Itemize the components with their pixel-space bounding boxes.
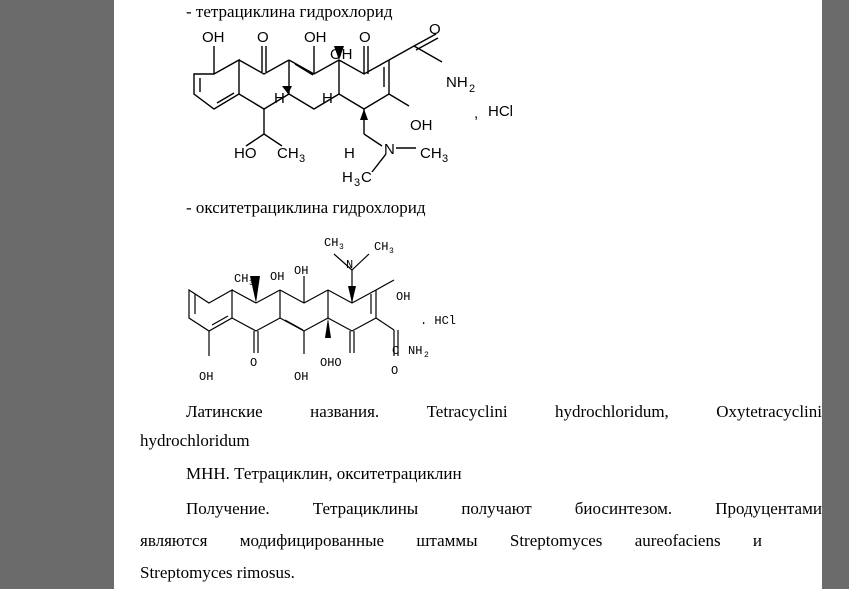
text-word: получают	[461, 499, 532, 518]
latin-names-line2: hydrochloridum	[140, 431, 250, 450]
latin-names-line1: Латинские названия. Tetracyclini hydroch…	[186, 402, 822, 422]
label-oh: OH	[270, 270, 284, 284]
right-margin	[822, 0, 849, 589]
text-word: hydrochloridum,	[555, 402, 669, 421]
text-word: aureofaciens	[634, 531, 721, 550]
document-page: - тетрациклина гидрохлорид	[114, 0, 822, 589]
text-word: названия.	[310, 402, 380, 421]
label-ch: CH	[420, 145, 442, 162]
text-word: являются	[140, 531, 208, 550]
label-h: H	[322, 90, 333, 107]
label-oh: OH	[202, 29, 225, 46]
label-o: O	[391, 364, 398, 378]
text-word: биосинтезом.	[574, 499, 673, 518]
text-word: Тетрациклины	[312, 499, 419, 518]
production-line3: Streptomyces rimosus.	[140, 563, 295, 582]
label-oho: OHO	[320, 356, 342, 370]
text-word: и	[752, 531, 762, 550]
label-subscript: 3	[339, 243, 344, 252]
label-subscript: 2	[469, 83, 475, 95]
text-word: штаммы	[416, 531, 478, 550]
label-oh: OH	[199, 370, 213, 384]
label-h: H	[274, 90, 285, 107]
tetracycline-structure: OH O OH OH O O NH 2 H H OH HO CH 3 H N C…	[193, 24, 513, 189]
label-subscript: 3	[442, 153, 448, 165]
left-margin	[0, 0, 114, 589]
oxytetracycline-structure: CH 3 CH 3 CH 3 OH OH N OH . HCl C NH 2 O…	[188, 236, 456, 384]
heading-oxytetracycline: - окситетрациклина гидрохлорид	[186, 198, 426, 217]
label-c: C	[392, 344, 399, 358]
production-label: Получение.	[186, 499, 270, 518]
label-hcl: HCl	[488, 103, 513, 120]
text-word: модифицированные	[239, 531, 385, 550]
label-oh: OH	[294, 264, 308, 278]
label-o: O	[250, 356, 257, 370]
label-ch: CH	[277, 145, 299, 162]
label-subscript: 3	[249, 279, 254, 288]
label-subscript: 3	[299, 153, 305, 165]
production-line1: Получение. Тетрациклины получают биосинт…	[186, 499, 822, 519]
label-o: O	[257, 29, 269, 46]
label-n: N	[384, 141, 395, 158]
heading-tetracycline: - тетрациклина гидрохлорид	[186, 2, 393, 21]
label-oh: OH	[294, 370, 308, 384]
text-word: Oxytetracyclini	[716, 402, 822, 421]
label-o: O	[429, 24, 441, 38]
text-word: Streptomyces	[509, 531, 603, 550]
text-word: Продуцентами	[715, 499, 822, 518]
label-c: C	[361, 169, 372, 186]
label-subscript: 3	[389, 247, 394, 256]
latin-names-label: Латинские	[186, 402, 263, 421]
label-ch: CH	[324, 236, 338, 250]
label-oh: OH	[410, 117, 433, 134]
label-subscript: 2	[424, 351, 429, 360]
label-nh: NH	[408, 344, 422, 358]
label-nh: NH	[446, 74, 468, 91]
label-oh: OH	[304, 29, 327, 46]
label-subscript: 3	[354, 177, 360, 189]
production-line2: являются модифицированные штаммы Strepto…	[140, 531, 762, 551]
label-n: N	[346, 258, 353, 272]
label-comma: ,	[474, 105, 478, 122]
label-ch: CH	[374, 240, 388, 254]
inn-line: МНН. Тетрациклин, окситетрациклин	[186, 464, 462, 483]
label-ho: HO	[234, 145, 257, 162]
label-hcl: . HCl	[420, 314, 456, 328]
label-ch: CH	[234, 272, 248, 286]
label-h: H	[344, 145, 355, 162]
label-oh: OH	[396, 290, 410, 304]
label-oh: OH	[330, 46, 353, 63]
text-word: Tetracyclini	[426, 402, 508, 421]
label-h: H	[342, 169, 353, 186]
label-o: O	[359, 29, 371, 46]
